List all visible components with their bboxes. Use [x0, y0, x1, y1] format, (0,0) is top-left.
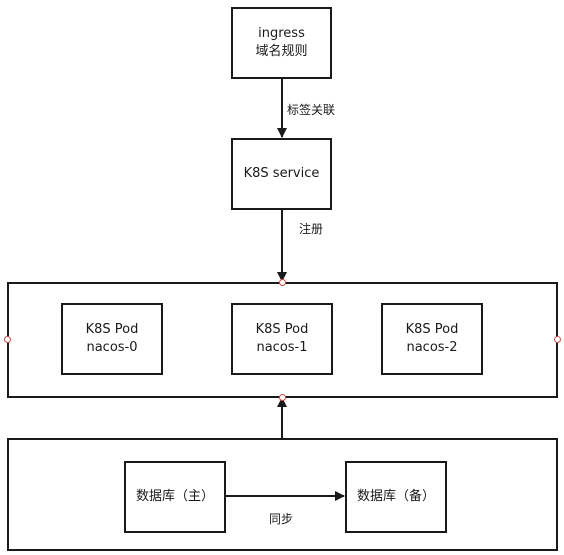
edge-label-selector: 标签关联 [287, 103, 336, 117]
pod-2-name: nacos-2 [406, 340, 458, 355]
database-primary-label: 数据库（主） [135, 489, 214, 504]
k8s-service-title: K8S service [243, 166, 320, 181]
pod-0-title: K8S Pod [85, 322, 139, 337]
connection-point-top[interactable] [279, 279, 286, 286]
edge-label-register: 注册 [299, 222, 324, 236]
pod-node-0: K8S Pod nacos-0 [61, 303, 163, 375]
connection-point-right[interactable] [554, 336, 561, 343]
pod-1-title: K8S Pod [255, 322, 309, 337]
pod-2-title: K8S Pod [405, 322, 459, 337]
pod-node-2: K8S Pod nacos-2 [381, 303, 483, 375]
pod-node-1: K8S Pod nacos-1 [231, 303, 333, 375]
connection-point-bottom[interactable] [279, 394, 286, 401]
database-group-container [7, 438, 558, 551]
k8s-service-node: K8S service [231, 138, 332, 210]
ingress-title: ingress [258, 26, 305, 41]
database-primary-node: 数据库（主） [124, 461, 226, 533]
ingress-subtitle: 域名规则 [255, 44, 308, 59]
database-backup-node: 数据库（备） [345, 461, 447, 533]
edge-label-sync: 同步 [269, 512, 294, 526]
ingress-node: ingress 域名规则 [231, 7, 332, 79]
connection-point-left[interactable] [4, 336, 11, 343]
pod-0-name: nacos-0 [86, 340, 138, 355]
pod-1-name: nacos-1 [256, 340, 308, 355]
database-backup-label: 数据库（备） [356, 489, 435, 504]
